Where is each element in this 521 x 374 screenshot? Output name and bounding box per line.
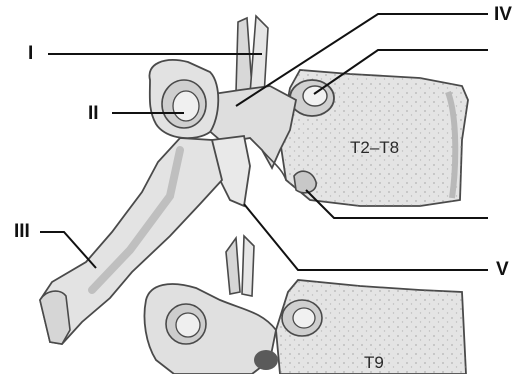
callout-iv: IV [494, 5, 512, 24]
leader-line-v [244, 204, 488, 270]
upper-spinous-processes [236, 16, 268, 96]
callout-ii: II [88, 104, 99, 123]
callout-v: V [496, 260, 509, 279]
callout-i: I [28, 44, 33, 63]
transverse-process [149, 60, 218, 138]
lower-spinous-processes [226, 236, 254, 296]
upper-vertebra-label: T2–T8 [350, 138, 399, 157]
lower-transverse-process [144, 284, 278, 374]
callout-iii: III [14, 222, 30, 241]
lower-vertebra-label: T9 [364, 353, 384, 372]
